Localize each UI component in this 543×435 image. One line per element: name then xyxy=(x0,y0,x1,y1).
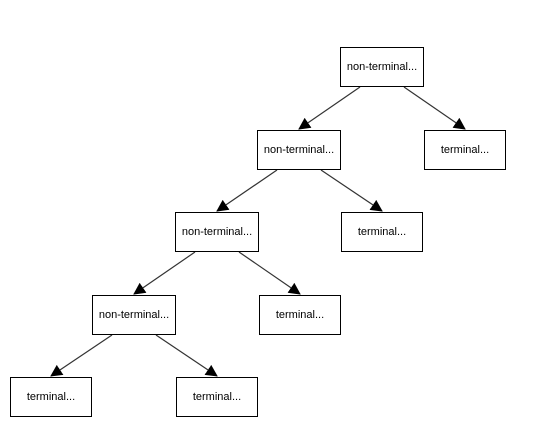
terminal-node-level4-right: terminal... xyxy=(176,377,258,417)
non-terminal-node-level4: non-terminal... xyxy=(92,295,176,335)
edge-level2-to-terminal xyxy=(320,169,383,212)
non-terminal-node-level2: non-terminal... xyxy=(257,130,341,170)
edge-level2-to-level3 xyxy=(216,169,278,212)
non-terminal-node-level3: non-terminal... xyxy=(175,212,259,252)
terminal-node-root-right: terminal... xyxy=(424,130,506,170)
edge-root-to-terminal xyxy=(403,86,466,130)
edge-level4-to-left-terminal xyxy=(50,334,113,377)
edge-level3-to-terminal xyxy=(238,251,301,295)
edge-level3-to-level4 xyxy=(133,251,196,295)
non-terminal-node-root: non-terminal... xyxy=(340,47,424,87)
terminal-node-level4-left: terminal... xyxy=(10,377,92,417)
terminal-node-level3-right: terminal... xyxy=(259,295,341,335)
edge-root-to-level2 xyxy=(298,86,361,130)
edge-level4-to-right-terminal xyxy=(155,334,218,377)
terminal-node-level2-right: terminal... xyxy=(341,212,423,252)
